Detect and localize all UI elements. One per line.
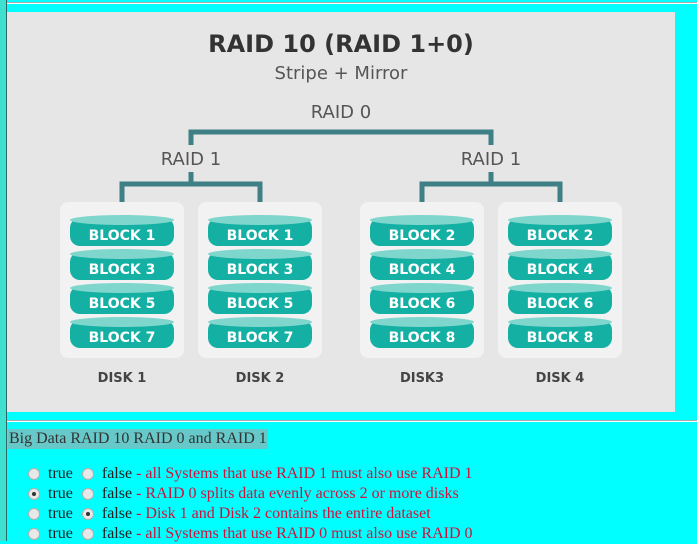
question-statement: - all Systems that use RAID 0 must also … bbox=[136, 525, 473, 542]
raid10-diagram: RAID 10 (RAID 1+0) Stripe + Mirror RAID … bbox=[7, 12, 675, 412]
block-label: BLOCK 8 bbox=[527, 330, 594, 346]
disk-block: BLOCK 3 bbox=[208, 249, 312, 280]
disk-block: BLOCK 8 bbox=[370, 317, 474, 348]
disk-block: BLOCK 6 bbox=[370, 283, 474, 314]
block-label: BLOCK 4 bbox=[527, 262, 594, 278]
question-row: true false- all Systems that use RAID 1 m… bbox=[28, 464, 473, 484]
raid1-left-label: RAID 1 bbox=[161, 149, 221, 170]
disk-block: BLOCK 1 bbox=[208, 215, 312, 246]
false-radio[interactable] bbox=[81, 528, 94, 540]
section-divider-highlight bbox=[7, 421, 697, 422]
block-label: BLOCK 1 bbox=[89, 228, 156, 244]
disk-4: BLOCK 2 BLOCK 4 BLOCK 6 BLOCK 8 DISK 4 bbox=[498, 202, 622, 386]
disk-name: DISK3 bbox=[400, 371, 444, 386]
disk-1: BLOCK 1 BLOCK 3 BLOCK 5 BLOCK 7 DISK 1 bbox=[60, 202, 184, 386]
block-label: BLOCK 7 bbox=[89, 330, 156, 346]
disk-name: DISK 2 bbox=[236, 371, 285, 386]
disk-block: BLOCK 7 bbox=[208, 317, 312, 348]
diagram-subtitle: Stripe + Mirror bbox=[275, 63, 409, 84]
question-row: true false- Disk 1 and Disk 2 contains th… bbox=[28, 504, 431, 524]
left-border bbox=[0, 0, 7, 541]
disk-block: BLOCK 4 bbox=[370, 249, 474, 280]
disk-block: BLOCK 8 bbox=[508, 317, 612, 348]
question-statement: - RAID 0 splits data evenly across 2 or … bbox=[136, 485, 459, 502]
disk-block: BLOCK 5 bbox=[208, 283, 312, 314]
block-label: BLOCK 6 bbox=[389, 296, 456, 312]
diagram-title: RAID 10 (RAID 1+0) bbox=[208, 30, 474, 58]
disk-block: BLOCK 1 bbox=[70, 215, 174, 246]
question-statement: - all Systems that use RAID 1 must also … bbox=[136, 465, 473, 482]
false-label: false bbox=[101, 465, 133, 482]
top-divider-highlight bbox=[7, 3, 697, 4]
true-label: true bbox=[48, 525, 73, 542]
disk-3: BLOCK 2 BLOCK 4 BLOCK 6 BLOCK 8 DISK3 bbox=[360, 202, 484, 386]
block-label: BLOCK 3 bbox=[227, 262, 294, 278]
disk-block: BLOCK 5 bbox=[70, 283, 174, 314]
disk-block: BLOCK 2 bbox=[370, 215, 474, 246]
question-row: true false- all Systems that use RAID 0 m… bbox=[28, 524, 473, 544]
disk-block: BLOCK 3 bbox=[70, 249, 174, 280]
question-row: true false- RAID 0 splits data evenly acr… bbox=[28, 484, 459, 504]
block-label: BLOCK 3 bbox=[89, 262, 156, 278]
raid0-connector bbox=[188, 129, 494, 145]
block-label: BLOCK 2 bbox=[527, 228, 594, 244]
block-label: BLOCK 4 bbox=[389, 262, 456, 278]
disk-name: DISK 1 bbox=[98, 371, 147, 386]
false-radio[interactable] bbox=[81, 488, 94, 500]
block-label: BLOCK 8 bbox=[389, 330, 456, 346]
disk-2: BLOCK 1 BLOCK 3 BLOCK 5 BLOCK 7 DISK 2 bbox=[198, 202, 322, 386]
block-label: BLOCK 2 bbox=[389, 228, 456, 244]
raid0-label: RAID 0 bbox=[311, 102, 371, 123]
raid1-right-label: RAID 1 bbox=[461, 149, 521, 170]
disk-block: BLOCK 2 bbox=[508, 215, 612, 246]
false-radio[interactable] bbox=[81, 508, 94, 520]
false-label: false bbox=[101, 505, 133, 522]
question-statement: - Disk 1 and Disk 2 contains the entire … bbox=[136, 505, 431, 522]
false-radio[interactable] bbox=[81, 468, 94, 480]
block-label: BLOCK 5 bbox=[227, 296, 294, 312]
section-divider bbox=[7, 420, 697, 421]
true-radio[interactable] bbox=[28, 508, 40, 520]
true-radio[interactable] bbox=[28, 528, 40, 540]
quiz-heading: Big Data RAID 10 RAID 0 and RAID 1 bbox=[8, 429, 268, 449]
false-label: false bbox=[101, 485, 133, 502]
true-radio[interactable] bbox=[28, 488, 40, 500]
true-radio[interactable] bbox=[28, 468, 40, 480]
raid10-diagram-svg: RAID 10 (RAID 1+0) Stripe + Mirror RAID … bbox=[60, 30, 622, 386]
block-label: BLOCK 6 bbox=[527, 296, 594, 312]
true-label: true bbox=[48, 465, 73, 482]
block-label: BLOCK 5 bbox=[89, 296, 156, 312]
disk-block: BLOCK 4 bbox=[508, 249, 612, 280]
false-label: false bbox=[101, 525, 133, 542]
disk-name: DISK 4 bbox=[536, 371, 585, 386]
true-label: true bbox=[48, 485, 73, 502]
true-label: true bbox=[48, 505, 73, 522]
disk-block: BLOCK 6 bbox=[508, 283, 612, 314]
block-label: BLOCK 1 bbox=[227, 228, 294, 244]
top-divider bbox=[7, 2, 697, 3]
block-label: BLOCK 7 bbox=[227, 330, 294, 346]
disk-block: BLOCK 7 bbox=[70, 317, 174, 348]
